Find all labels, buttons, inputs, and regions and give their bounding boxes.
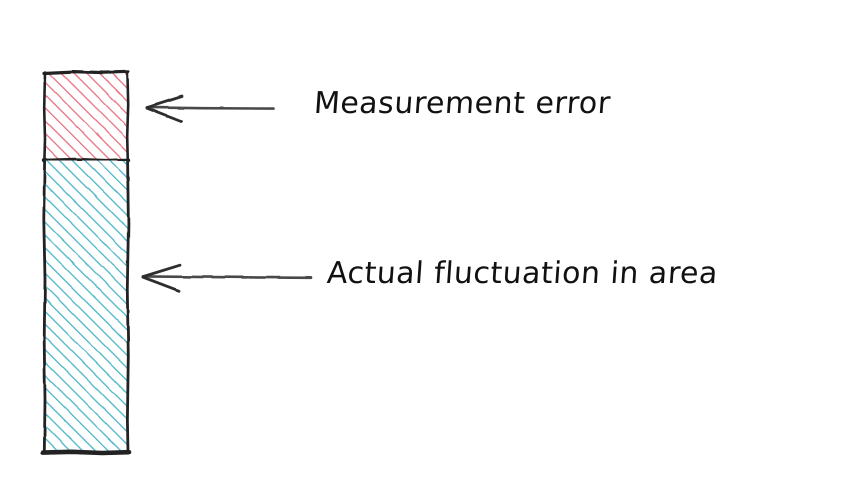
arrow-shaft-actual-fluctuation: [141, 275, 313, 280]
bar-baseline: [40, 449, 132, 456]
annotation-label-measurement-error: Measurement error: [312, 86, 612, 121]
arrow-shaft-measurement-error: [145, 106, 275, 110]
arrow-left-icon-measurement-error: [145, 95, 275, 123]
arrow-head-lower-measurement-error: [145, 106, 183, 123]
bar-segment-measurement-error-left-edge: [42, 70, 47, 163]
bar-segment-actual-fluctuation[interactable]: [40, 159, 132, 456]
arrow-head-upper-actual-fluctuation: [141, 263, 182, 278]
arrow-head-lower-actual-fluctuation: [141, 275, 181, 293]
bar-segment-measurement-error[interactable]: [42, 70, 130, 163]
bar-segment-actual-fluctuation-fill: [44, 160, 128, 453]
bar-segment-actual-fluctuation-right-edge: [125, 159, 130, 455]
bar-segment-measurement-error-right-edge: [125, 70, 130, 163]
annotation-label-actual-fluctuation: Actual fluctuation in area: [325, 256, 720, 291]
arrow-left-icon-actual-fluctuation: [141, 263, 313, 293]
bar-segment-actual-fluctuation-left-edge: [42, 159, 47, 455]
bar-segment-measurement-error-top-edge: [42, 70, 130, 75]
bar-segment-measurement-error-fill: [44, 72, 128, 161]
segment-divider-line: [41, 157, 131, 163]
arrow-head-upper-measurement-error: [145, 95, 184, 109]
